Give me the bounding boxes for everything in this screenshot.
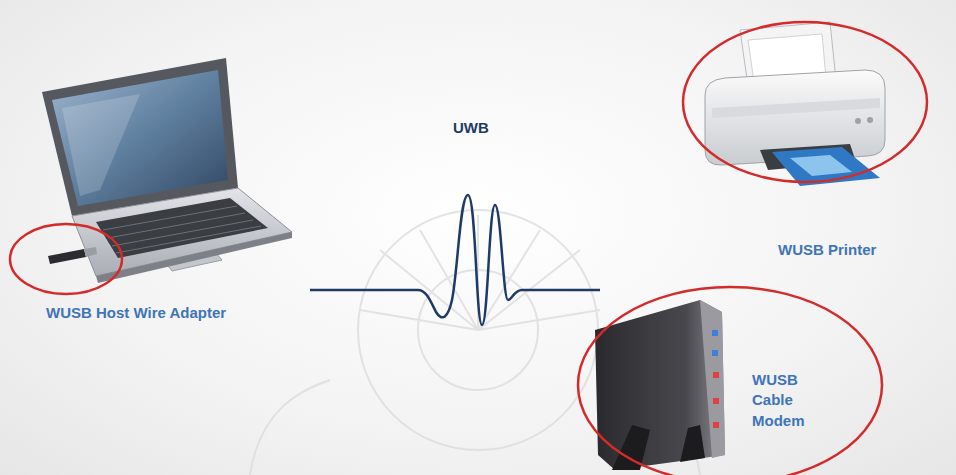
uwb-pulse <box>310 195 600 325</box>
highlight-ellipse <box>578 287 882 475</box>
highlight-ellipse <box>10 224 122 294</box>
highlight-ellipse <box>683 22 927 182</box>
usb-dongle <box>48 247 97 264</box>
laptop <box>42 58 292 283</box>
device-label: WUSB Host Wire Adapter <box>46 303 226 323</box>
device-label: WUSB Printer <box>778 240 876 260</box>
printer <box>705 22 885 186</box>
signal-label: UWB <box>453 118 489 138</box>
device-label: WUSB Cable Modem <box>752 370 814 431</box>
cable-modem <box>595 300 725 470</box>
